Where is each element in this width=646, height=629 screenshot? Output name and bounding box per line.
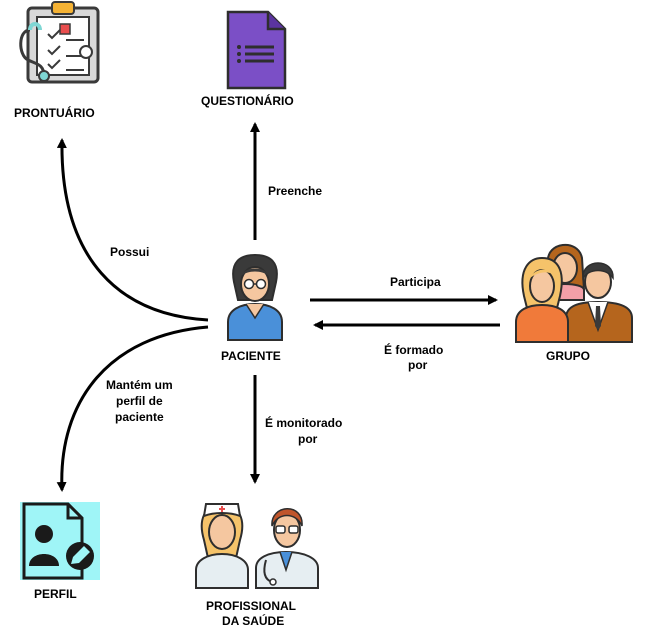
edge-possui bbox=[56, 138, 209, 322]
edge-label-participa: Participa bbox=[390, 275, 441, 289]
node-label-questionario: QUESTIONÁRIO bbox=[201, 93, 294, 108]
node-label-perfil: PERFIL bbox=[34, 587, 77, 601]
edge-label-possui: Possui bbox=[110, 245, 149, 259]
node-label-profissional-1: PROFISSIONAL bbox=[206, 599, 296, 613]
patient-woman-icon bbox=[227, 253, 283, 341]
edge-label-mantem-perfil-1: Mantém um bbox=[106, 378, 173, 392]
user-profile-document-icon bbox=[20, 502, 100, 580]
form-document-icon bbox=[226, 10, 287, 90]
nurse-and-doctor-icon bbox=[195, 503, 319, 589]
people-group-icon bbox=[515, 243, 633, 343]
edge-label-e-monitorado-por-1: É monitorado bbox=[265, 415, 342, 430]
edge-mantem-perfil bbox=[56, 325, 209, 492]
node-label-profissional-2: DA SAÚDE bbox=[222, 613, 284, 628]
edge-label-e-formado-por-1: É formado bbox=[384, 342, 443, 357]
edge-label-e-monitorado-por-2: por bbox=[298, 432, 318, 446]
medical-record-clipboard-icon bbox=[19, 1, 100, 84]
node-label-prontuario: PRONTUÁRIO bbox=[14, 105, 95, 120]
node-label-grupo: GRUPO bbox=[546, 349, 590, 363]
node-label-paciente: PACIENTE bbox=[221, 349, 281, 363]
edge-label-preenche: Preenche bbox=[268, 184, 322, 198]
edge-label-mantem-perfil-3: paciente bbox=[115, 410, 164, 424]
edge-label-e-formado-por-2: por bbox=[408, 358, 428, 372]
edge-label-mantem-perfil-2: perfil de bbox=[116, 394, 163, 408]
